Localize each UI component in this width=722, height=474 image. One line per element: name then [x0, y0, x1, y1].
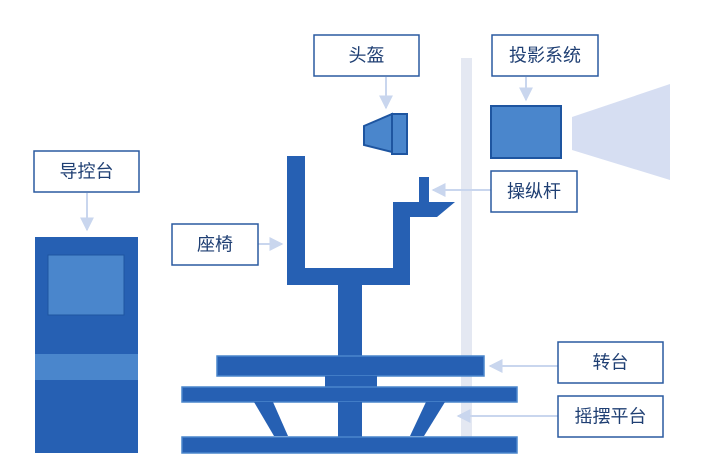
label-console: 导控台 — [60, 162, 114, 183]
seat-column — [338, 284, 362, 357]
label-box-console — [33, 150, 140, 193]
swing-platform-base — [181, 436, 518, 454]
label-swing-platform: 摇摆平台 — [575, 407, 647, 428]
label-box-joystick — [490, 170, 578, 213]
label-box-projection — [491, 34, 599, 77]
label-box-turntable — [557, 341, 664, 384]
label-joystick: 操纵杆 — [507, 182, 561, 203]
projector — [490, 105, 562, 159]
turntable-connector — [325, 376, 377, 388]
label-seat: 座椅 — [197, 235, 233, 256]
label-helmet: 头盔 — [349, 46, 385, 67]
swing-platform-column — [338, 402, 362, 438]
label-box-seat — [171, 223, 259, 266]
label-turntable: 转台 — [593, 353, 629, 374]
helmet — [363, 112, 408, 155]
console — [35, 237, 138, 453]
joystick — [419, 177, 429, 211]
label-box-swing-platform — [557, 395, 664, 438]
label-box-helmet — [313, 34, 420, 77]
turntable — [216, 355, 485, 377]
seat — [287, 156, 455, 285]
label-projection: 投影系统 — [509, 46, 581, 67]
swing-leg-right — [410, 402, 445, 436]
projection-beam — [572, 84, 670, 180]
swing-platform-top — [181, 386, 518, 403]
swing-leg-left — [254, 402, 288, 436]
vertical-pole — [461, 58, 472, 443]
